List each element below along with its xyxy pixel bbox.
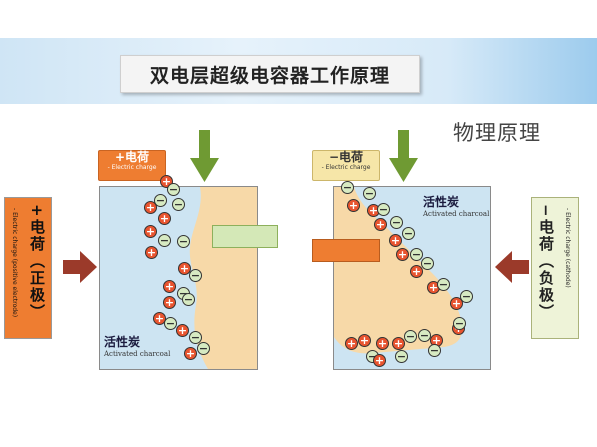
cation-icon: + bbox=[376, 337, 389, 350]
positive-charge-tag: +电荷 - Electric charge bbox=[98, 150, 166, 181]
negative-side-text-en: - Electric charge (cathode) bbox=[564, 208, 571, 288]
cation-icon: + bbox=[450, 297, 463, 310]
cation-icon: + bbox=[345, 337, 358, 350]
cation-icon: + bbox=[358, 334, 371, 347]
anion-icon: − bbox=[390, 216, 403, 229]
down-arrow-icon bbox=[190, 130, 219, 182]
negative-side-text: −电荷（负极） bbox=[537, 204, 555, 321]
positive-electrode-panel bbox=[99, 186, 258, 370]
positive-side-text-en: - Electric charge (positive electrode) bbox=[11, 208, 18, 318]
cation-icon: + bbox=[389, 234, 402, 247]
cation-icon: + bbox=[145, 246, 158, 259]
positive-side-text: +电荷（正极） bbox=[28, 204, 46, 321]
anion-icon: − bbox=[404, 330, 417, 343]
left-arrow-icon bbox=[495, 251, 529, 283]
right-charcoal-en: Activated charcoal bbox=[423, 210, 490, 218]
anion-icon: − bbox=[460, 290, 473, 303]
anion-icon: − bbox=[377, 203, 390, 216]
anion-icon: − bbox=[437, 278, 450, 291]
cation-icon: + bbox=[410, 265, 423, 278]
cation-icon: + bbox=[374, 218, 387, 231]
cation-icon: + bbox=[163, 280, 176, 293]
page-title: 双电层超级电容器工作原理 bbox=[120, 55, 420, 93]
cation-icon: + bbox=[392, 337, 405, 350]
positive-terminal-bar bbox=[212, 225, 278, 248]
cation-icon: + bbox=[347, 199, 360, 212]
left-charcoal-cn: 活性炭 bbox=[104, 335, 141, 349]
negative-terminal-bar bbox=[312, 239, 380, 262]
anion-icon: − bbox=[410, 248, 423, 261]
anion-icon: − bbox=[428, 344, 441, 357]
right-arrow-icon bbox=[63, 251, 97, 283]
left-charcoal-label: 活性炭 Activated charcoal bbox=[104, 333, 170, 358]
anion-icon: − bbox=[341, 181, 354, 194]
anion-icon: − bbox=[164, 317, 177, 330]
cation-icon: + bbox=[144, 225, 157, 238]
cation-icon: + bbox=[178, 262, 191, 275]
positive-charge-label-en: - Electric charge bbox=[107, 163, 157, 171]
cation-icon: + bbox=[144, 201, 157, 214]
negative-charge-label-en: - Electric charge bbox=[321, 163, 371, 171]
anion-icon: − bbox=[154, 194, 167, 207]
anion-icon: − bbox=[395, 350, 408, 363]
anion-icon: − bbox=[421, 257, 434, 270]
negative-charge-label: −电荷 bbox=[328, 150, 364, 164]
anion-icon: − bbox=[453, 317, 466, 330]
cation-icon: + bbox=[373, 354, 386, 367]
cation-icon: + bbox=[158, 212, 171, 225]
right-charcoal-label: 活性炭 Activated charcoal bbox=[423, 193, 489, 218]
down-arrow-icon bbox=[389, 130, 418, 182]
anion-icon: − bbox=[418, 329, 431, 342]
anion-icon: − bbox=[177, 235, 190, 248]
anion-icon: − bbox=[158, 234, 171, 247]
negative-electrode-side-label: −电荷（负极） - Electric charge (cathode) bbox=[531, 197, 579, 339]
anion-icon: − bbox=[172, 198, 185, 211]
cation-icon: + bbox=[176, 324, 189, 337]
anion-icon: − bbox=[197, 342, 210, 355]
anion-icon: − bbox=[189, 331, 202, 344]
subtitle: 物理原理 bbox=[453, 121, 541, 145]
anion-icon: − bbox=[182, 293, 195, 306]
cation-icon: + bbox=[184, 347, 197, 360]
positive-charge-label: +电荷 bbox=[114, 150, 150, 164]
anion-icon: − bbox=[363, 187, 376, 200]
positive-electrode-side-label: +电荷（正极） - Electric charge (positive elec… bbox=[4, 197, 52, 339]
anion-icon: − bbox=[167, 183, 180, 196]
negative-charcoal-body bbox=[334, 187, 463, 354]
left-charcoal-en: Activated charcoal bbox=[104, 350, 171, 358]
cation-icon: + bbox=[396, 248, 409, 261]
negative-charge-tag: −电荷 - Electric charge bbox=[312, 150, 380, 181]
right-charcoal-cn: 活性炭 bbox=[423, 195, 460, 209]
cation-icon: + bbox=[163, 296, 176, 309]
anion-icon: − bbox=[402, 227, 415, 240]
anion-icon: − bbox=[189, 269, 202, 282]
